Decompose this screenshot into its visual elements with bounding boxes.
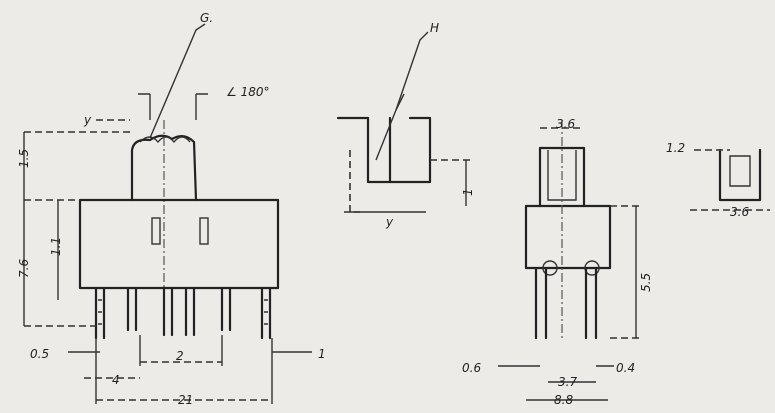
dim-pitch-2: 2 (176, 349, 184, 363)
actuator-knob (130, 134, 198, 202)
callout-g: G. (200, 11, 213, 25)
end-actuator (538, 146, 586, 208)
side-detail-h: H y 1 (336, 21, 475, 229)
ext-lines-bottom (95, 335, 273, 404)
side-outline (336, 116, 432, 184)
callout-angle: ∠ 180° (226, 85, 269, 99)
dim-height-1: 1 (461, 188, 475, 196)
h-leader (395, 31, 429, 111)
contact-right (199, 217, 209, 245)
dim-lead-0-6: 0.6 (462, 361, 481, 375)
knob-ridges (139, 136, 191, 144)
end-body (524, 204, 612, 270)
callout-h: H (430, 21, 439, 35)
terminals (94, 286, 272, 340)
end-extensions (540, 127, 640, 339)
dim-width-21: 21 (178, 393, 193, 407)
dim-pitch-3-7: 3.7 (558, 375, 577, 389)
contact-left (151, 217, 161, 245)
small-outline (718, 148, 762, 202)
front-view: G. ∠ 180° y 1.5 1.1 7.6 0.5 2 4 21 1 (17, 11, 326, 407)
small-dims (690, 149, 770, 211)
dim-height-1-1: 1.1 (49, 237, 63, 256)
angle-dim (138, 93, 208, 120)
dim-lead-0-5: 0.5 (30, 347, 49, 361)
dim-height-5-5: 5.5 (639, 273, 653, 292)
small-detail: 1.2 3.6 (666, 141, 770, 219)
dim-pitch-4: 4 (112, 373, 120, 387)
dim-width-3-6: 3.6 (556, 117, 575, 131)
terminal-ticks (98, 299, 268, 325)
dim-width-8-8: 8.8 (554, 393, 573, 407)
switch-body (78, 198, 280, 290)
dim-y-mid: y (385, 215, 394, 229)
end-bottom-dims (498, 365, 614, 401)
dim-height-7-6: 7.6 (17, 259, 31, 278)
dim-height-1-5: 1.5 (17, 149, 31, 168)
dim-lead-1: 1 (318, 347, 326, 361)
g-leader (149, 23, 206, 139)
dim-lead-0-4: 0.4 (616, 361, 635, 375)
contact-circle-left (542, 260, 558, 276)
end-view: 3.6 5.5 0.6 0.4 3.7 8.8 (462, 117, 653, 407)
dim-width-1-2: 1.2 (666, 141, 685, 155)
end-terminals (534, 266, 598, 340)
dim-y-left: y (83, 113, 92, 127)
small-inner (729, 155, 751, 187)
dim-width-3-6-b: 3.6 (730, 205, 749, 219)
